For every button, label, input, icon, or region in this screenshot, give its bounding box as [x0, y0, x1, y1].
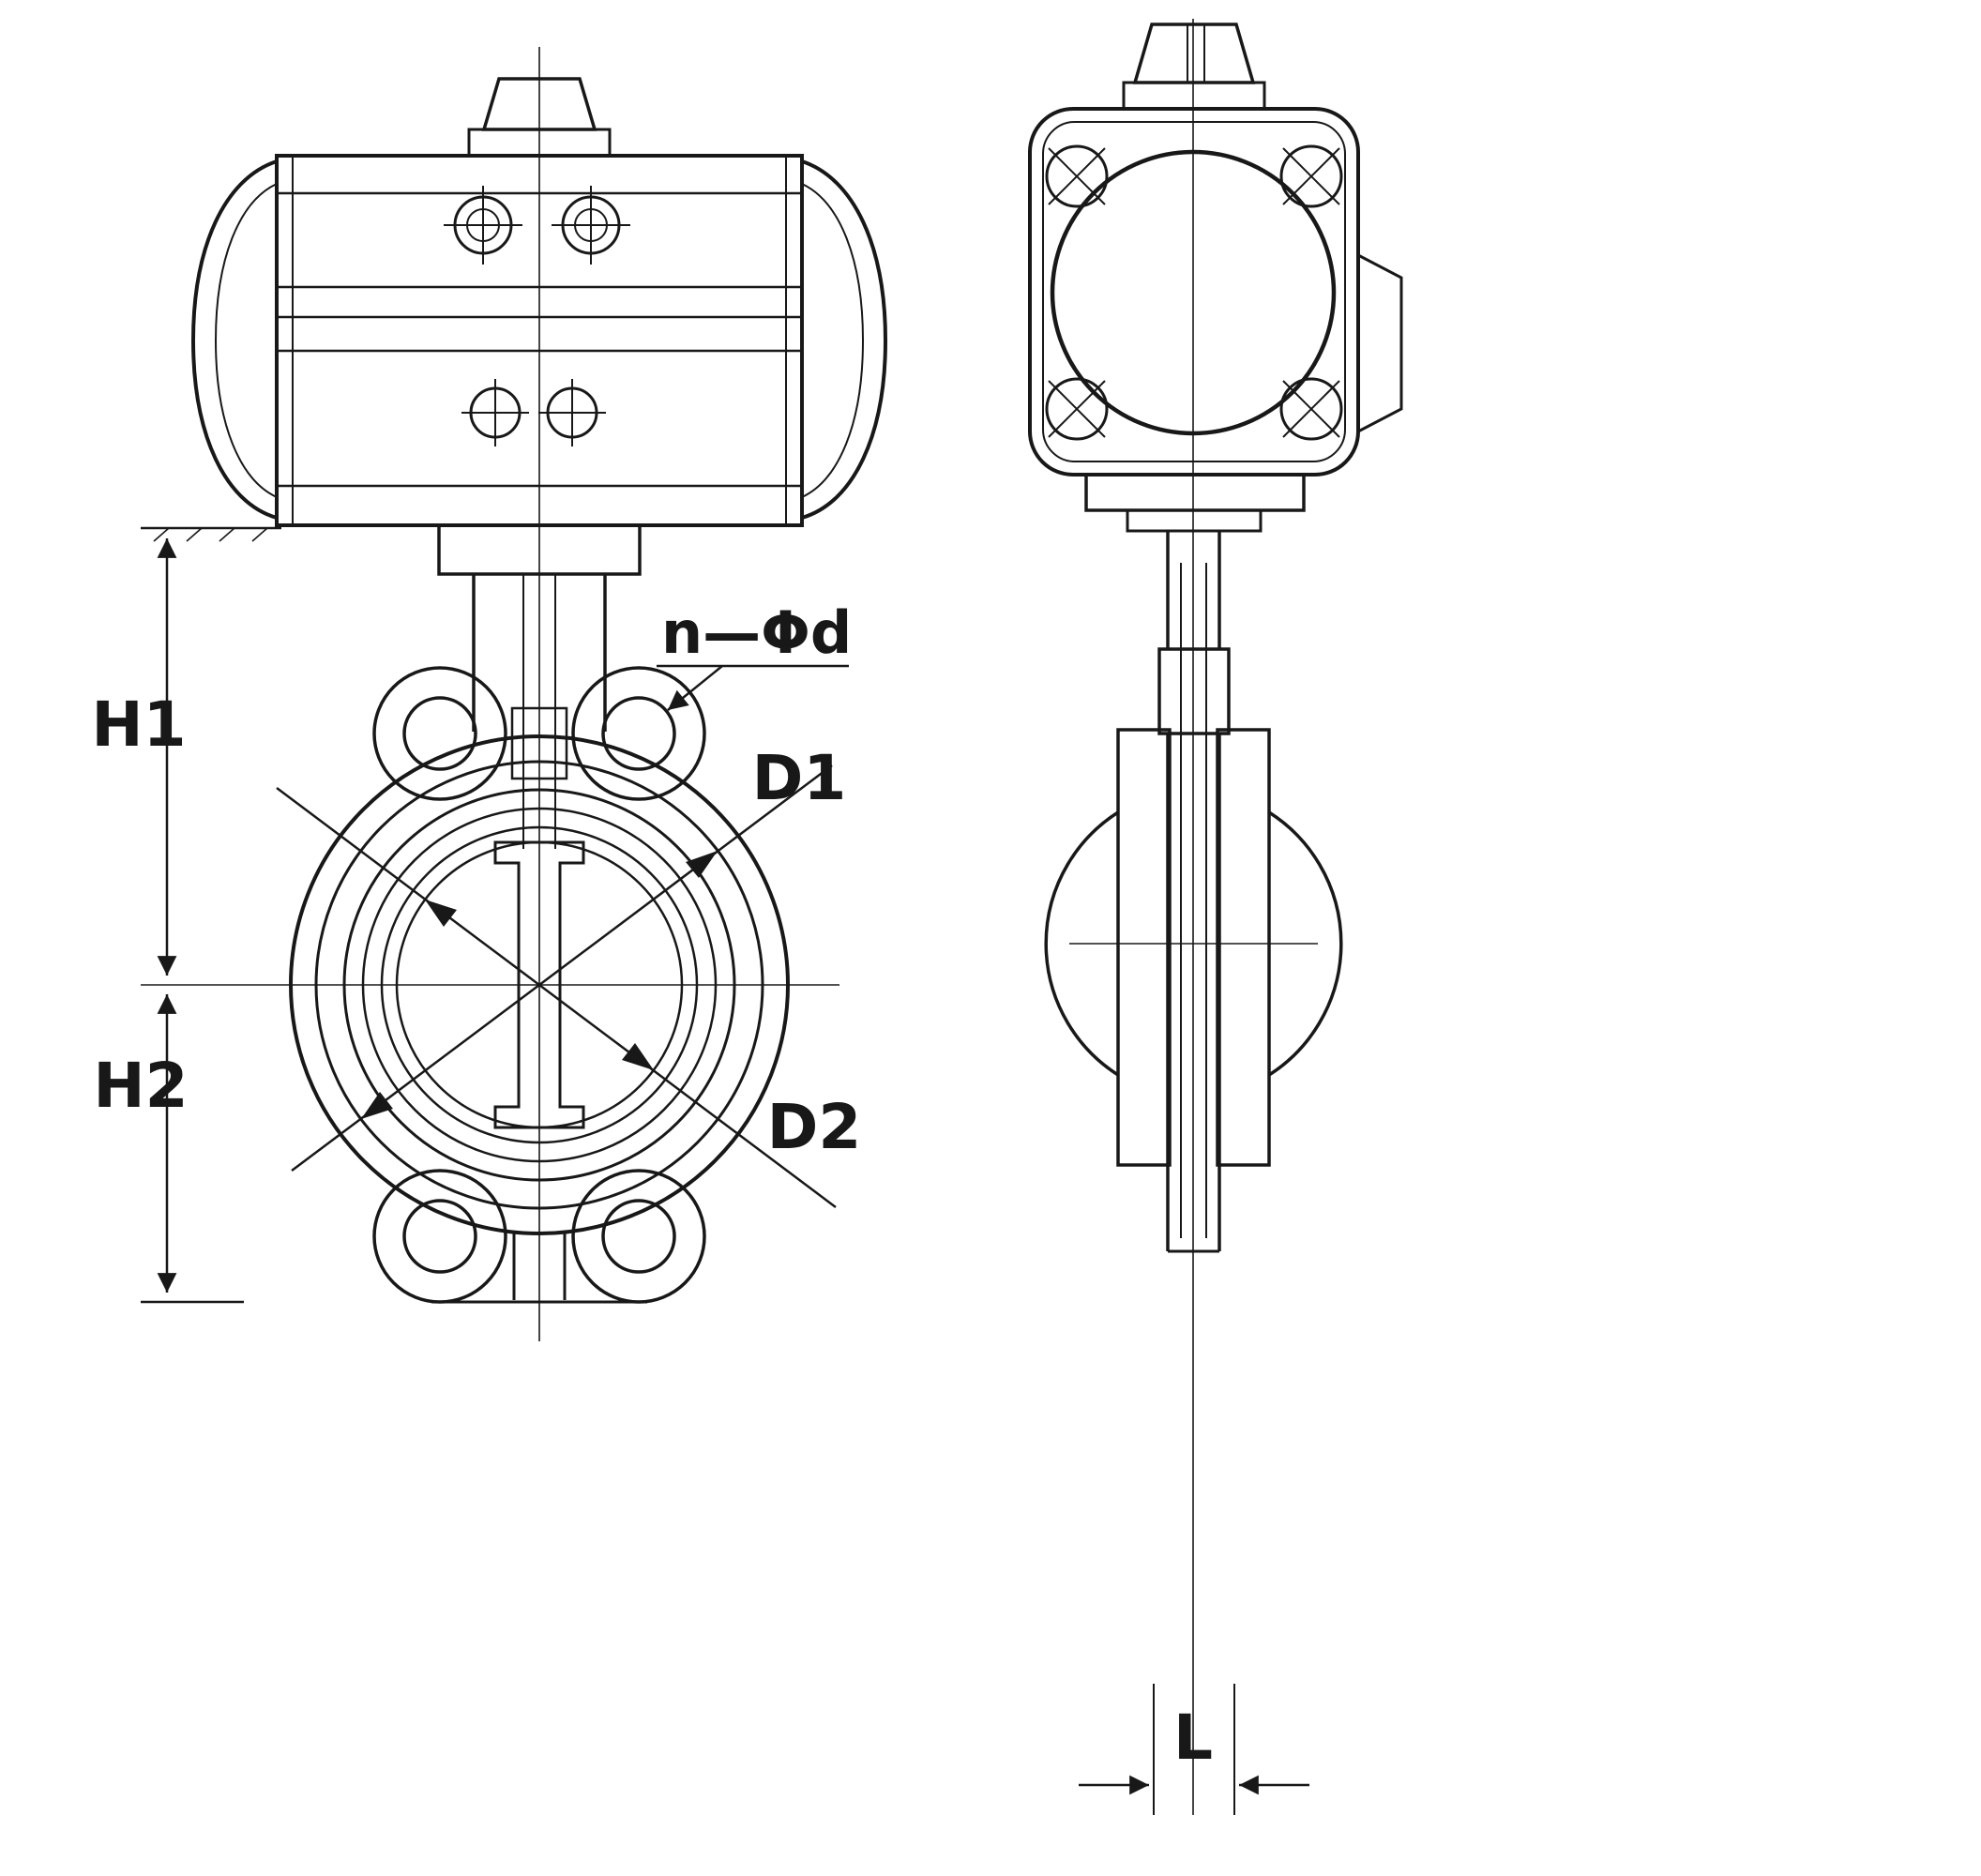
valve-flange-circle-2: [314, 760, 764, 1210]
disc-bulge-left: [1044, 810, 1119, 1077]
valve-disc-front: [493, 840, 585, 1129]
bolt-spec-label: n—Φd: [661, 598, 852, 667]
dimension-l: L: [1079, 1684, 1309, 1815]
disc-bulge-right: [1268, 810, 1343, 1077]
actuator-bolt-lower-right: [538, 379, 606, 446]
body-rail-right: [1216, 728, 1271, 1167]
lug-bottom-right: [571, 1169, 706, 1304]
dimension-label-d2: D2: [767, 1091, 862, 1163]
mounting-plate-side: [1084, 473, 1306, 512]
valve-flange-outer-circle: [289, 734, 790, 1235]
actuator-endcap-outline: [1028, 107, 1360, 477]
actuator-endcap-inner-outline: [1042, 121, 1346, 462]
actuator-corner-bolt-bl: [1045, 377, 1109, 441]
lug-top-right: [571, 666, 706, 801]
dimension-label-h1: H1: [91, 688, 186, 761]
valve-body-front: [289, 666, 790, 1304]
dimension-label-h2: H2: [93, 1050, 188, 1122]
stem-gland: [510, 706, 568, 780]
front-view: D1 D2 n—Φd H1 H2: [91, 47, 888, 1341]
valve-seat-circle: [361, 807, 718, 1163]
actuator-side: [1028, 23, 1403, 477]
d2-diameter-line: [276, 787, 837, 1208]
lug-top-left: [372, 666, 507, 801]
dimension-d2: D2: [276, 787, 862, 1208]
actuator-bolt-upper-right: [552, 186, 630, 265]
actuator-top-plate-side: [1122, 81, 1266, 111]
valve-seat-inner-circle: [380, 825, 699, 1144]
valve-body-side: [1044, 728, 1343, 1167]
callout-bolt-spec: n—Φd: [657, 598, 852, 711]
mounting-bracket: [437, 523, 642, 576]
bracket-step-side: [1126, 508, 1263, 533]
dimension-h2: H2: [93, 994, 244, 1304]
actuator-right-endcap: [801, 159, 888, 520]
actuator-left-endcap: [190, 159, 278, 520]
valve-neck-front: [437, 523, 642, 849]
valve-flange-circle-3: [342, 788, 736, 1182]
leader-arrow-line: [667, 665, 723, 711]
stem-collar-side: [1157, 647, 1231, 735]
actuator-corner-bolt-br: [1279, 377, 1343, 441]
actuator-corner-bolt-tl: [1045, 144, 1109, 208]
dimension-label-l: L: [1173, 1702, 1213, 1774]
dimension-h1: H1: [91, 526, 281, 976]
dimension-d1: D1: [291, 742, 847, 1172]
air-port-tab: [1357, 253, 1403, 433]
actuator-corner-bolt-tr: [1279, 144, 1343, 208]
lug-bottom-left: [372, 1169, 507, 1304]
dimension-label-d1: D1: [752, 742, 847, 814]
actuator-top-nut-side: [1132, 23, 1256, 84]
body-rail-left: [1116, 728, 1172, 1167]
actuator-cylinder-circle: [1050, 149, 1337, 436]
actuator-bolt-lower-left: [461, 379, 529, 446]
actuator-bolt-upper-left: [444, 186, 522, 265]
side-view: L: [1028, 19, 1403, 1815]
